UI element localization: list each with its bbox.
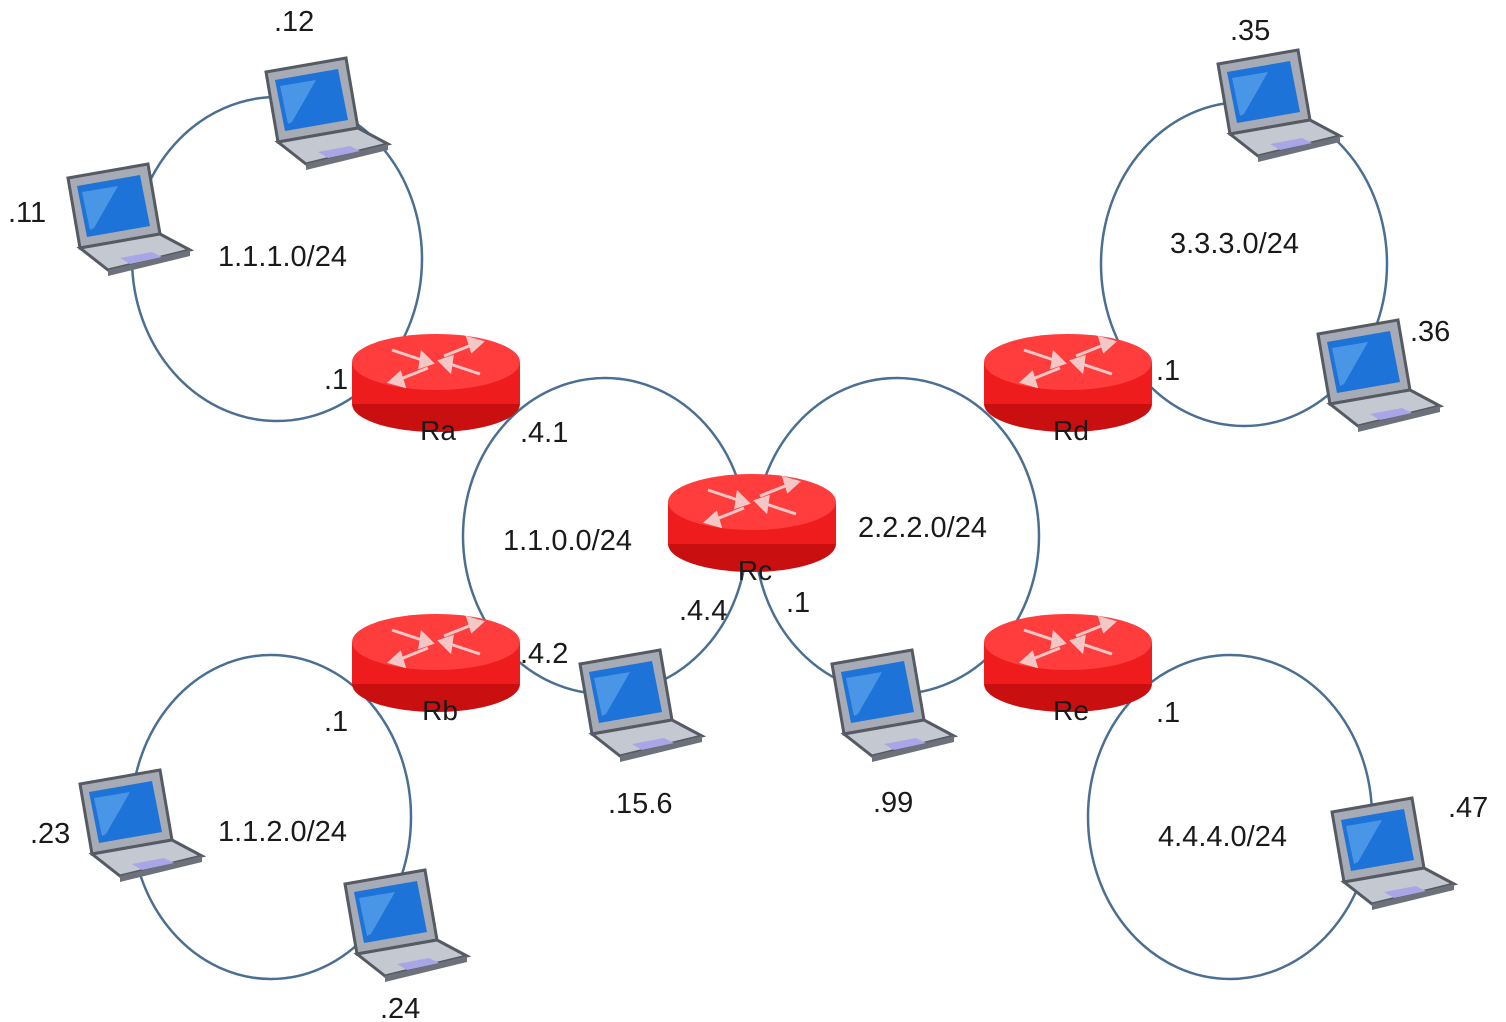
host-label-47: .47	[1448, 792, 1488, 824]
router-label-ra: Ra	[420, 415, 456, 446]
router-label-rb: Rb	[422, 695, 458, 726]
host-label-12: .12	[274, 6, 314, 38]
interface-label-rd-lan: .1	[1156, 355, 1180, 387]
laptop-icon	[1216, 48, 1342, 164]
host-label-35: .35	[1230, 15, 1270, 47]
interface-label-rc-right: .1	[786, 587, 810, 619]
network-label-1-1-2: 1.1.2.0/24	[218, 816, 347, 848]
host-label-11: .11	[8, 197, 46, 229]
router-label-rc: Rc	[738, 555, 772, 586]
laptop-icon	[264, 56, 390, 172]
host-label-23: .23	[30, 818, 70, 850]
laptop-icon	[830, 648, 956, 764]
laptop-icon	[1330, 796, 1456, 912]
network-label-1-1-1: 1.1.1.0/24	[218, 241, 347, 273]
network-label-4-4-4: 4.4.4.0/24	[1158, 821, 1287, 853]
laptop-icon	[343, 868, 469, 984]
lan-4-4-4-ring	[1086, 653, 1374, 981]
network-label-core-left: 1.1.0.0/24	[503, 525, 632, 557]
host-label-15-6: .15.6	[608, 788, 673, 820]
laptop-icon	[66, 162, 192, 278]
network-label-3-3-3: 3.3.3.0/24	[1170, 228, 1299, 260]
host-label-24: .24	[380, 993, 420, 1022]
interface-label-rb-lan: .1	[324, 706, 348, 738]
laptop-icon	[78, 768, 204, 884]
interface-label-ra-lan: .1	[324, 364, 348, 396]
router-label-rd: Rd	[1053, 415, 1089, 446]
host-label-36: .36	[1410, 316, 1450, 348]
host-label-99: .99	[873, 787, 913, 819]
interface-label-rb-core: .4.2	[520, 638, 568, 670]
interface-label-re-lan: .1	[1156, 697, 1180, 729]
network-label-core-right: 2.2.2.0/24	[858, 512, 987, 544]
interface-label-ra-core: .4.1	[520, 417, 568, 449]
router-label-re: Re	[1053, 695, 1089, 726]
interface-label-rc-left: .4.4	[679, 595, 727, 627]
